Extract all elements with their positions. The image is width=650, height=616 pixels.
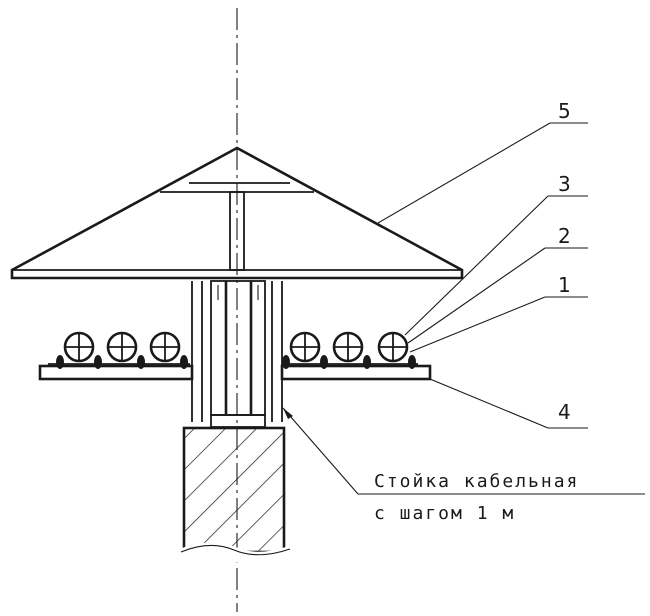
cables-left xyxy=(48,331,190,369)
canopy-roof xyxy=(10,146,464,280)
cable-right-1 xyxy=(282,331,328,369)
cable-left-1 xyxy=(56,331,102,369)
leader-lines xyxy=(282,122,645,495)
note-line-1: Стойка кабельная xyxy=(374,471,579,492)
callout-3: 3 xyxy=(558,172,571,196)
foundation-pillar xyxy=(178,426,293,566)
callout-1: 1 xyxy=(558,273,571,297)
callout-4: 4 xyxy=(558,400,571,424)
note-line-2: с шагом 1 м xyxy=(374,503,515,524)
cables-right xyxy=(282,331,418,369)
cable-left-2 xyxy=(106,331,145,369)
callout-2: 2 xyxy=(558,224,571,248)
cable-shelf xyxy=(38,364,432,381)
cable-right-3 xyxy=(377,331,416,369)
callout-5: 5 xyxy=(558,99,571,123)
cable-left-3 xyxy=(149,331,188,369)
cable-right-2 xyxy=(332,331,371,369)
